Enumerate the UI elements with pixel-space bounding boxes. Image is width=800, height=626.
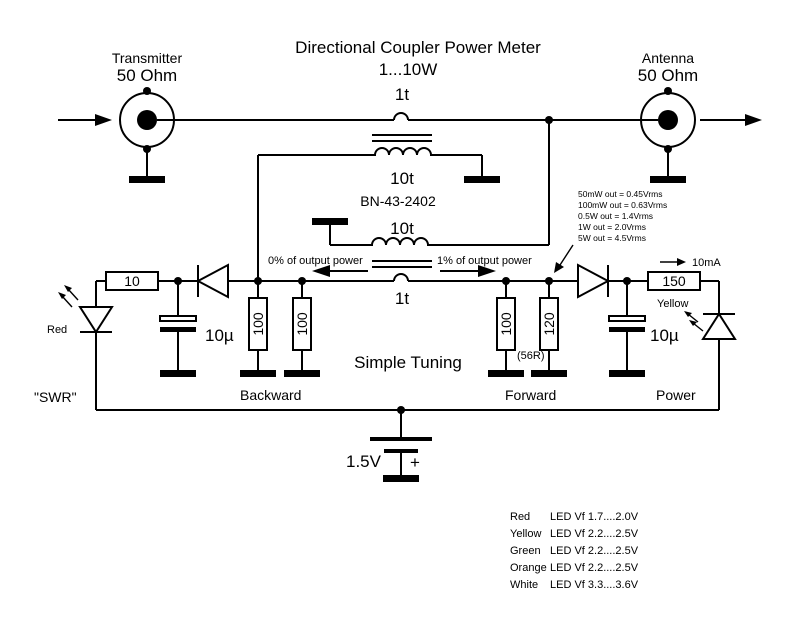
swr-series-resistor [95, 271, 178, 307]
yellow-led [684, 311, 737, 410]
led-color: Orange [510, 562, 547, 574]
upper-transformer [258, 134, 500, 183]
forward-resistor-alt-value: (56R) [517, 350, 545, 362]
led-color: Green [510, 545, 541, 557]
primary-turns-bottom-label: 1t [395, 289, 409, 308]
measurement-point-arrow [554, 244, 574, 273]
backward-label: Backward [240, 387, 301, 403]
led-vf: LED Vf 2.2....2.5V [550, 562, 639, 574]
led-vf: LED Vf 2.2....2.5V [550, 545, 639, 557]
backward-resistor-2-value: 100 [294, 312, 310, 336]
simple-tuning-label: Simple Tuning [354, 353, 462, 372]
backward-power-label: 0% of output power [268, 255, 363, 267]
led-vf: LED Vf 1.7....2.0V [550, 511, 639, 523]
current-arrow [660, 258, 686, 266]
transmitter-label: Transmitter [112, 50, 183, 66]
forward-resistor-2 [531, 281, 567, 377]
core-label: BN-43-2402 [360, 193, 436, 209]
backward-arrow [312, 265, 368, 277]
output-note: 5W out = 4.5Vrms [578, 233, 646, 243]
transmitter-impedance: 50 Ohm [117, 66, 177, 85]
battery [370, 437, 432, 482]
red-led-label: Red [47, 324, 67, 336]
lower-transformer [312, 120, 550, 268]
forward-resistor-1-value: 100 [498, 312, 514, 336]
output-arrow [700, 114, 762, 126]
current-label: 10mA [692, 257, 721, 269]
output-note: 100mW out = 0.63Vrms [578, 200, 667, 210]
secondary-turns-top-label: 10t [390, 169, 414, 188]
power-series-resistor [627, 271, 720, 314]
secondary-turns-bottom-label: 10t [390, 219, 414, 238]
yellow-led-label: Yellow [657, 298, 688, 310]
primary-turns-top-label: 1t [395, 85, 409, 104]
forward-arrow [440, 265, 496, 277]
forward-resistor-2-value: 120 [541, 312, 557, 336]
backward-resistor-1-value: 100 [250, 312, 266, 336]
left-capacitor-value: 10µ [205, 326, 234, 345]
antenna-label: Antenna [642, 50, 694, 66]
forward-label: Forward [505, 387, 556, 403]
led-vf: LED Vf 3.3....3.6V [550, 579, 639, 591]
antenna-connector [640, 87, 696, 183]
led-color: Yellow [510, 528, 541, 540]
return-bus [96, 406, 719, 437]
led-vf: LED Vf 2.2....2.5V [550, 528, 639, 540]
swr-label: "SWR" [34, 389, 77, 405]
output-note: 50mW out = 0.45Vrms [578, 189, 662, 199]
coupled-line [254, 155, 553, 285]
right-capacitor-value: 10µ [650, 326, 679, 345]
battery-polarity: + [410, 453, 420, 472]
power-label: Power [656, 387, 696, 403]
right-capacitor [608, 281, 646, 377]
backward-resistor-2 [284, 281, 320, 377]
swr-series-resistor-value: 10 [124, 273, 140, 289]
red-led [58, 285, 114, 410]
forward-power-label: 1% of output power [437, 255, 532, 267]
swr-detector-diode [174, 263, 258, 299]
forward-resistor-1 [488, 281, 524, 377]
power-series-resistor-value: 150 [662, 273, 686, 289]
antenna-impedance: 50 Ohm [638, 66, 698, 85]
led-vf-table: Red LED Vf 1.7....2.0V Yellow LED Vf 2.2… [510, 511, 639, 591]
led-color: Red [510, 511, 530, 523]
output-notes: 50mW out = 0.45Vrms 100mW out = 0.63Vrms… [578, 189, 667, 243]
diagram-subtitle: 1...10W [379, 60, 438, 79]
rf-through-line [157, 112, 658, 124]
transmitter-connector [119, 87, 175, 183]
left-capacitor [159, 281, 197, 377]
led-color: White [510, 579, 538, 591]
backward-resistor-1 [240, 281, 276, 377]
diagram-title: Directional Coupler Power Meter [295, 38, 541, 57]
input-arrow [58, 114, 112, 126]
power-detector-diode [549, 263, 631, 299]
battery-voltage: 1.5V [346, 452, 382, 471]
output-note: 1W out = 2.0Vrms [578, 222, 646, 232]
output-note: 0.5W out = 1.4Vrms [578, 211, 653, 221]
